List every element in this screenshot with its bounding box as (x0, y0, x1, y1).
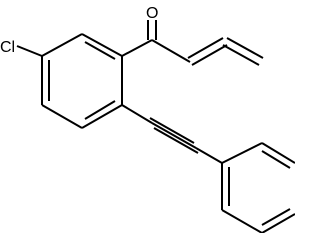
ring-a-bond-6 (41, 33, 83, 57)
allene-double-2a (226, 37, 264, 59)
allene-double-1a (187, 37, 224, 59)
ring-b-double-3 (261, 208, 291, 226)
alkyne-triple-3 (153, 127, 199, 154)
alkyne-triple-1 (149, 117, 195, 144)
alkyne-linker (121, 104, 223, 164)
chlorine-bond (16, 45, 43, 57)
ring-a-double-2 (84, 100, 116, 120)
ring-b-bond-4 (261, 142, 295, 164)
chlorine-label: Cl (0, 39, 15, 56)
allene-double-2b (222, 44, 260, 66)
ring-b-double-2 (261, 150, 291, 169)
molecule-diagram: Cl O (0, 5, 295, 233)
carbonyl-allene-bond (151, 39, 191, 63)
ring-a-bond-1 (81, 33, 123, 57)
ring-b-bond-3 (261, 213, 295, 233)
oxygen-label: O (146, 5, 158, 22)
allene-double-1b (191, 44, 228, 66)
alkyne-triple-2 (151, 122, 197, 149)
ring-b-bond-2 (221, 209, 263, 233)
allene-chain (151, 37, 264, 66)
aryl-carbonyl-bond (121, 39, 153, 57)
structure-canvas: Cl O (0, 5, 295, 233)
ring-a-bond-4 (41, 104, 83, 129)
ring-a-alkyne-bond (121, 104, 153, 124)
ring-a-double-1 (84, 41, 116, 60)
alkyne-ring-b-bond (195, 147, 223, 164)
ring-b-bond-5 (221, 142, 263, 164)
phenyl-ring (221, 142, 295, 233)
ring-a-bond-3 (81, 104, 123, 129)
chlorophenyl-ring (41, 33, 123, 129)
